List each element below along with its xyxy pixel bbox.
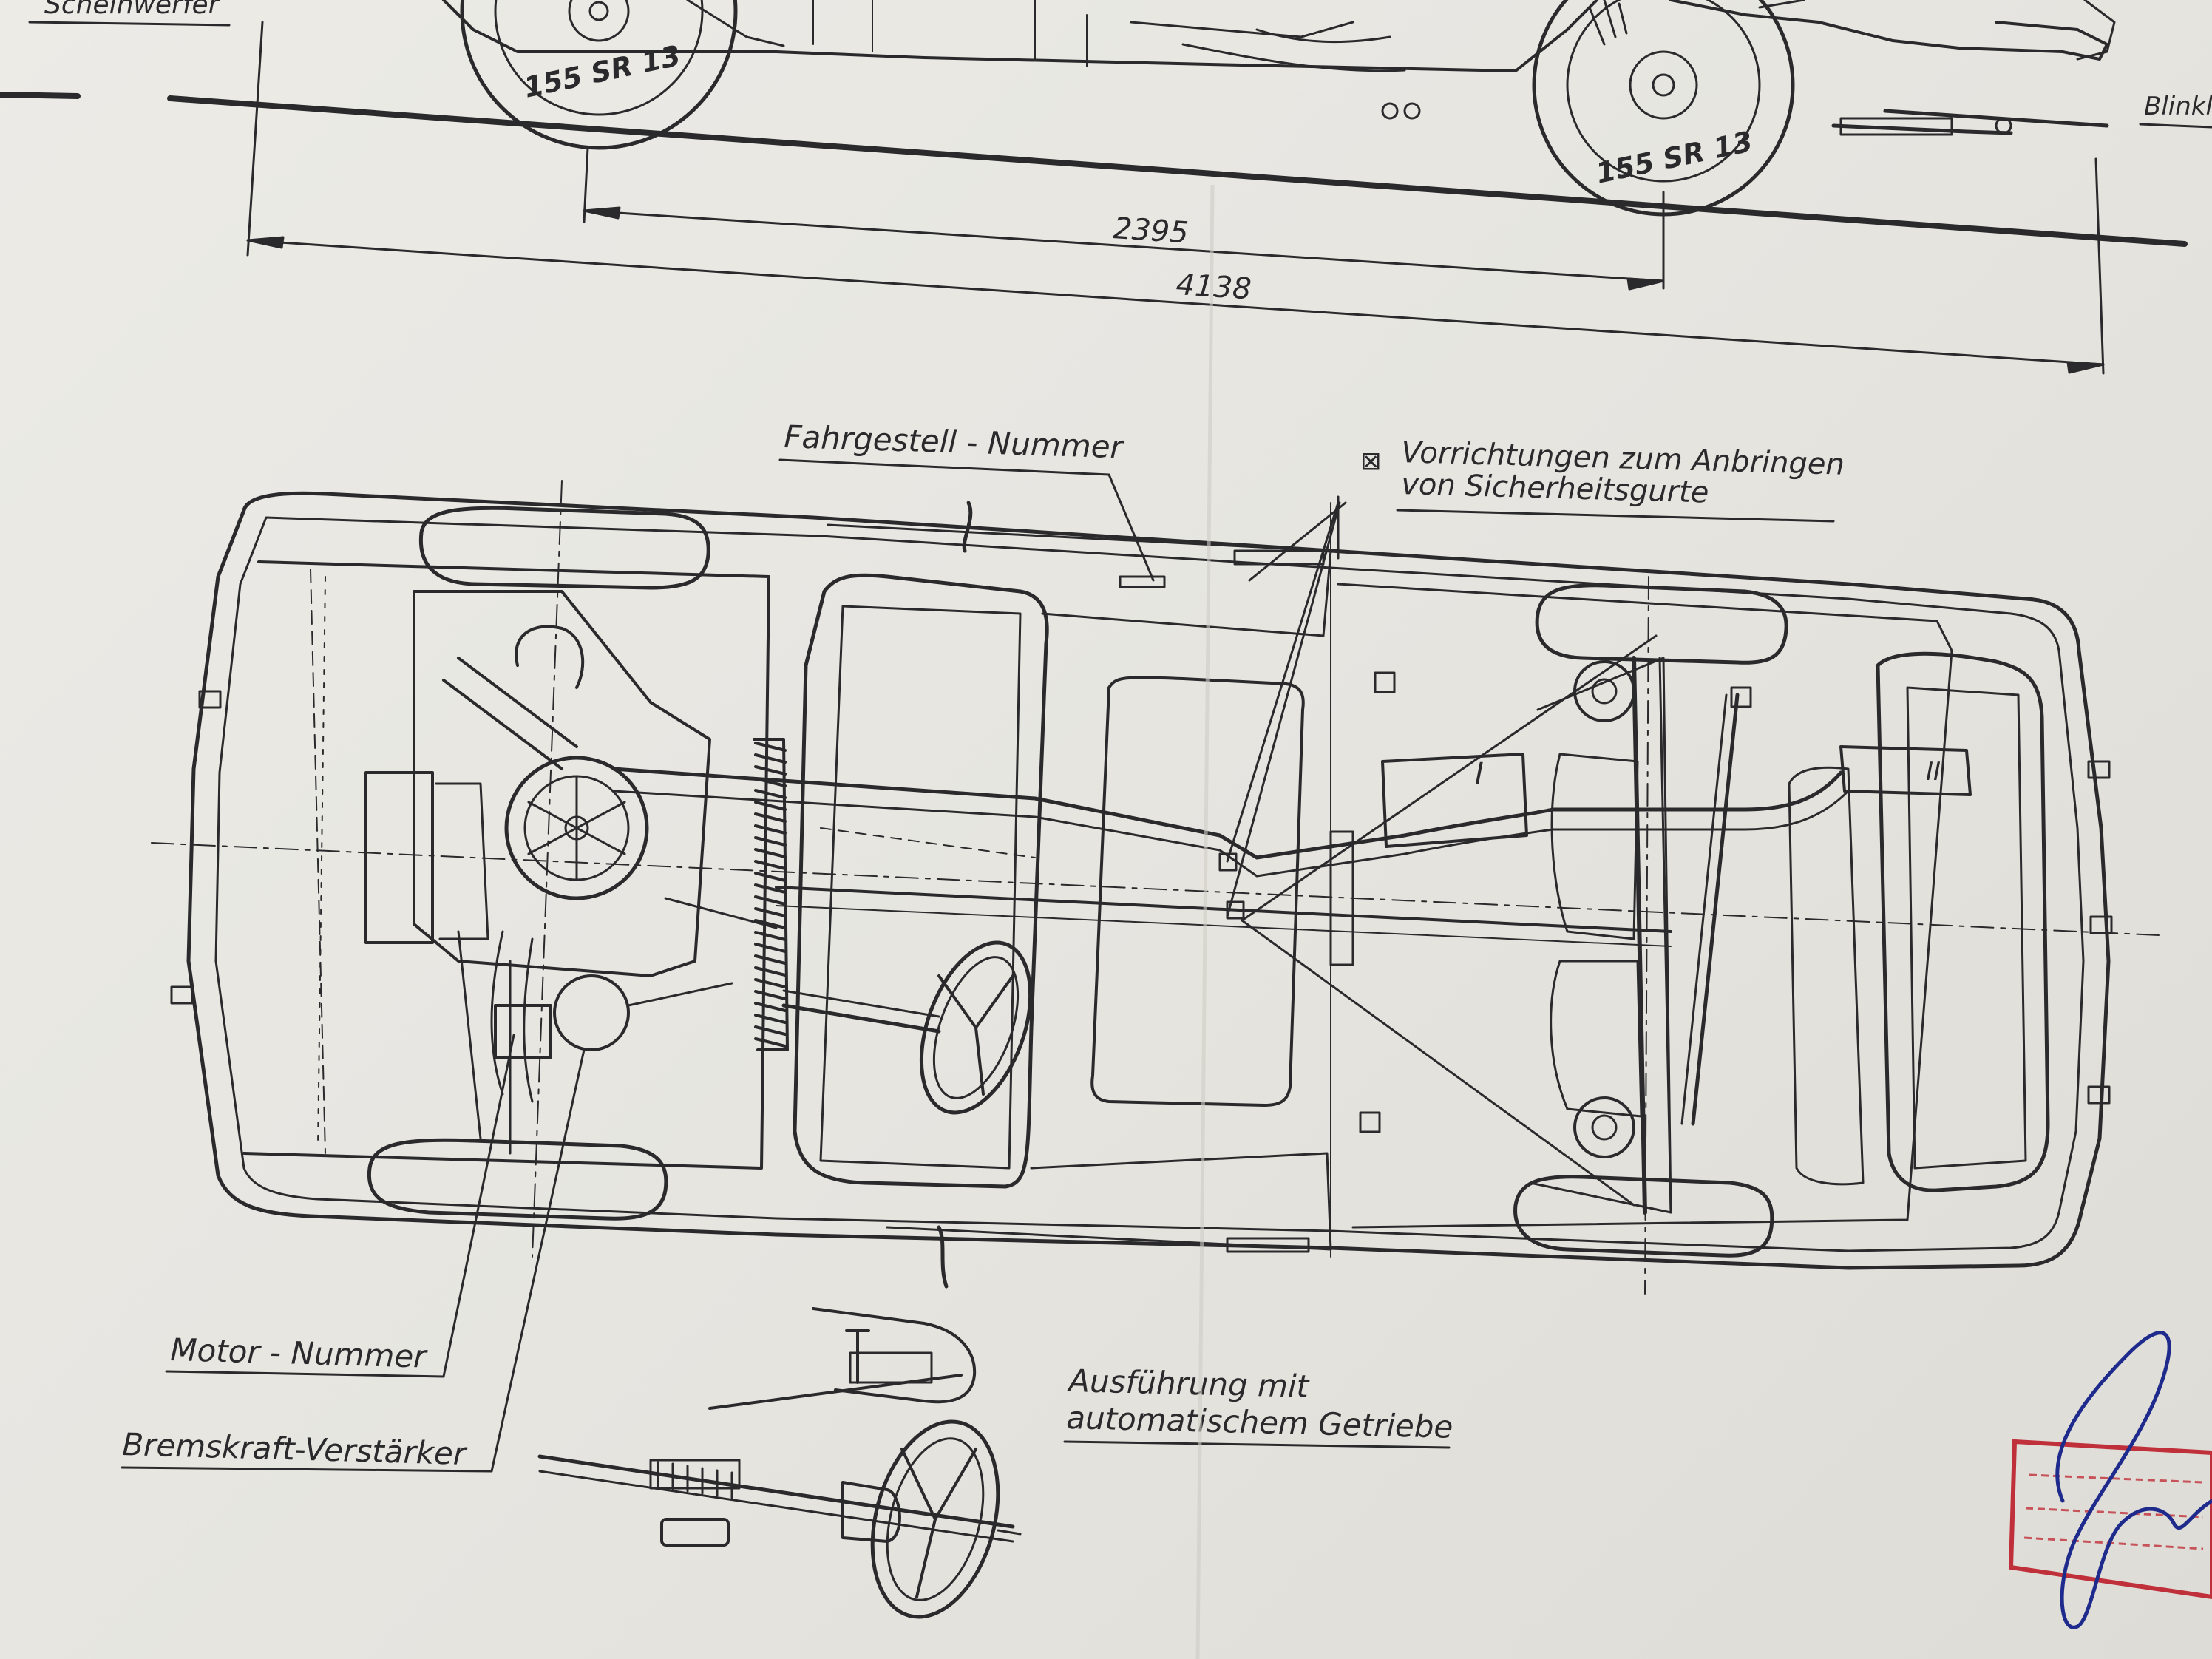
side-view xyxy=(0,0,2188,247)
radiator-grille-slat xyxy=(754,753,787,764)
automatic-variant-label-line1: Ausführung mit xyxy=(1066,1363,1310,1405)
plan-view xyxy=(151,480,2160,1295)
headlight-leader xyxy=(28,21,231,27)
tank-one-marker: I xyxy=(1475,757,1484,791)
leader-lines xyxy=(121,458,1835,1473)
radiator-grille-slat xyxy=(754,860,787,870)
tank-two-marker: II xyxy=(1926,757,1941,787)
brake-booster-label: Bremskraft-Verstärker xyxy=(122,1426,469,1472)
overall-length-dimension: 4138 xyxy=(1175,268,1252,306)
automatic-shifter-detail xyxy=(537,1307,1022,1619)
radiator-grille-slat xyxy=(754,1002,787,1012)
chassis-number-label: Fahrgestell - Nummer xyxy=(784,418,1126,465)
radiator-grille-slat xyxy=(754,954,787,965)
wheelbase-dimension: 2395 xyxy=(1112,211,1190,250)
radiator-grille-slat xyxy=(754,742,787,752)
indicator-leader xyxy=(2139,123,2212,129)
indicator-label: Blinkl xyxy=(2144,92,2212,121)
radiator-grille-slat xyxy=(754,1037,787,1048)
automatic-variant-label-line2: automatischem Getriebe xyxy=(1066,1400,1453,1445)
radiator-grille-slat xyxy=(754,812,787,823)
approval-stamp xyxy=(2008,1439,2212,1600)
radiator-grille-slat xyxy=(754,824,787,835)
belt-symbol: ⊠ xyxy=(1360,447,1382,476)
radiator-grille-slat xyxy=(754,990,787,1000)
radiator-grille-slat xyxy=(754,978,787,988)
radiator-grille-slat xyxy=(754,836,787,847)
radiator-grille-slat xyxy=(754,943,787,953)
radiator-grille-slat xyxy=(754,872,787,882)
dimension-lines xyxy=(246,21,2105,375)
radiator-grille-slat xyxy=(754,907,787,917)
radiator-grille-slat xyxy=(754,789,787,799)
radiator-grille-slat xyxy=(754,848,787,858)
paper-fold xyxy=(1195,184,1215,1659)
radiator-grille-slat xyxy=(754,777,787,787)
headlight-label: Scheinwerfer xyxy=(44,0,221,20)
radiator-grille-slat xyxy=(754,801,787,811)
radiator-grille-slat xyxy=(754,1025,787,1036)
engine-number-label: Motor - Nummer xyxy=(170,1331,429,1375)
radiator-grille-slat xyxy=(754,931,787,941)
radiator-grille-slat xyxy=(754,895,787,906)
radiator-grille-slat xyxy=(754,1014,787,1024)
radiator-grille-slat xyxy=(754,883,787,894)
radiator-grille-slat xyxy=(754,966,787,977)
signature xyxy=(2055,1331,2212,1629)
radiator-grille-slat xyxy=(754,765,787,776)
radiator-grille-slat xyxy=(754,919,787,929)
